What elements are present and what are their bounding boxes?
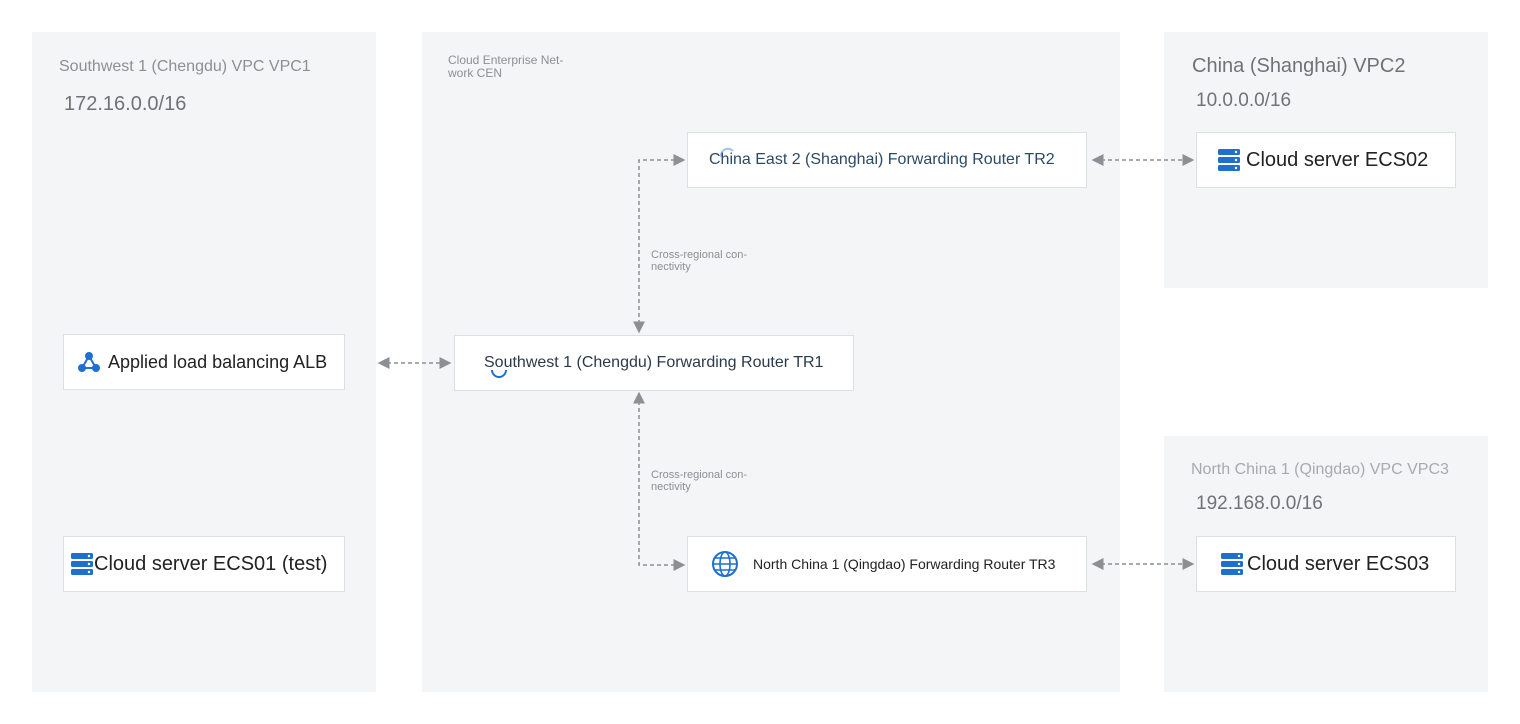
vpc2-cidr: 10.0.0.0/16 bbox=[1196, 90, 1292, 111]
router-icon bbox=[489, 366, 509, 382]
ecs01-label: Cloud server ECS01 (test) bbox=[94, 552, 328, 575]
tr1-tr3-connection-label: Cross-regional con-nectivity bbox=[651, 469, 747, 493]
alb-node[interactable]: Applied load balancing ALB bbox=[63, 334, 345, 390]
ecs03-label: Cloud server ECS03 bbox=[1247, 552, 1430, 575]
tr2-label: China East 2 (Shanghai) Forwarding Route… bbox=[709, 151, 1055, 168]
ecs01-node[interactable]: Cloud server ECS01 (test) bbox=[63, 536, 345, 592]
vpc1-cidr: 172.16.0.0/16 bbox=[64, 93, 187, 115]
server-icon bbox=[71, 552, 93, 576]
server-icon bbox=[1217, 148, 1241, 172]
ecs02-label: Cloud server ECS02 bbox=[1246, 148, 1429, 171]
load-balancer-icon bbox=[76, 349, 102, 375]
vpc3-title: North China 1 (Qingdao) VPC VPC3 bbox=[1191, 461, 1449, 478]
router-icon bbox=[718, 145, 736, 159]
tr3-node[interactable]: North China 1 (Qingdao) Forwarding Route… bbox=[687, 536, 1087, 592]
alb-label: Applied load balancing ALB bbox=[108, 351, 328, 372]
cen-title: Cloud Enterprise Net-work CEN bbox=[448, 53, 564, 80]
tr2-node[interactable]: China East 2 (Shanghai) Forwarding Route… bbox=[687, 132, 1087, 188]
ecs03-node[interactable]: Cloud server ECS03 bbox=[1196, 536, 1456, 592]
tr3-label: North China 1 (Qingdao) Forwarding Route… bbox=[753, 556, 1056, 572]
tr1-node[interactable]: Southwest 1 (Chengdu) Forwarding Router … bbox=[454, 335, 854, 391]
vpc2-title: China (Shanghai) VPC2 bbox=[1192, 55, 1406, 77]
vpc3-cidr: 192.168.0.0/16 bbox=[1196, 493, 1323, 514]
tr1-tr2-connection-label: Cross-regional con-nectivity bbox=[651, 249, 747, 273]
server-icon bbox=[1220, 552, 1244, 576]
ecs02-node[interactable]: Cloud server ECS02 bbox=[1196, 132, 1456, 188]
globe-router-icon bbox=[710, 549, 740, 579]
vpc1-title: Southwest 1 (Chengdu) VPC VPC1 bbox=[59, 58, 311, 75]
tr1-label: Southwest 1 (Chengdu) Forwarding Router … bbox=[484, 354, 824, 371]
